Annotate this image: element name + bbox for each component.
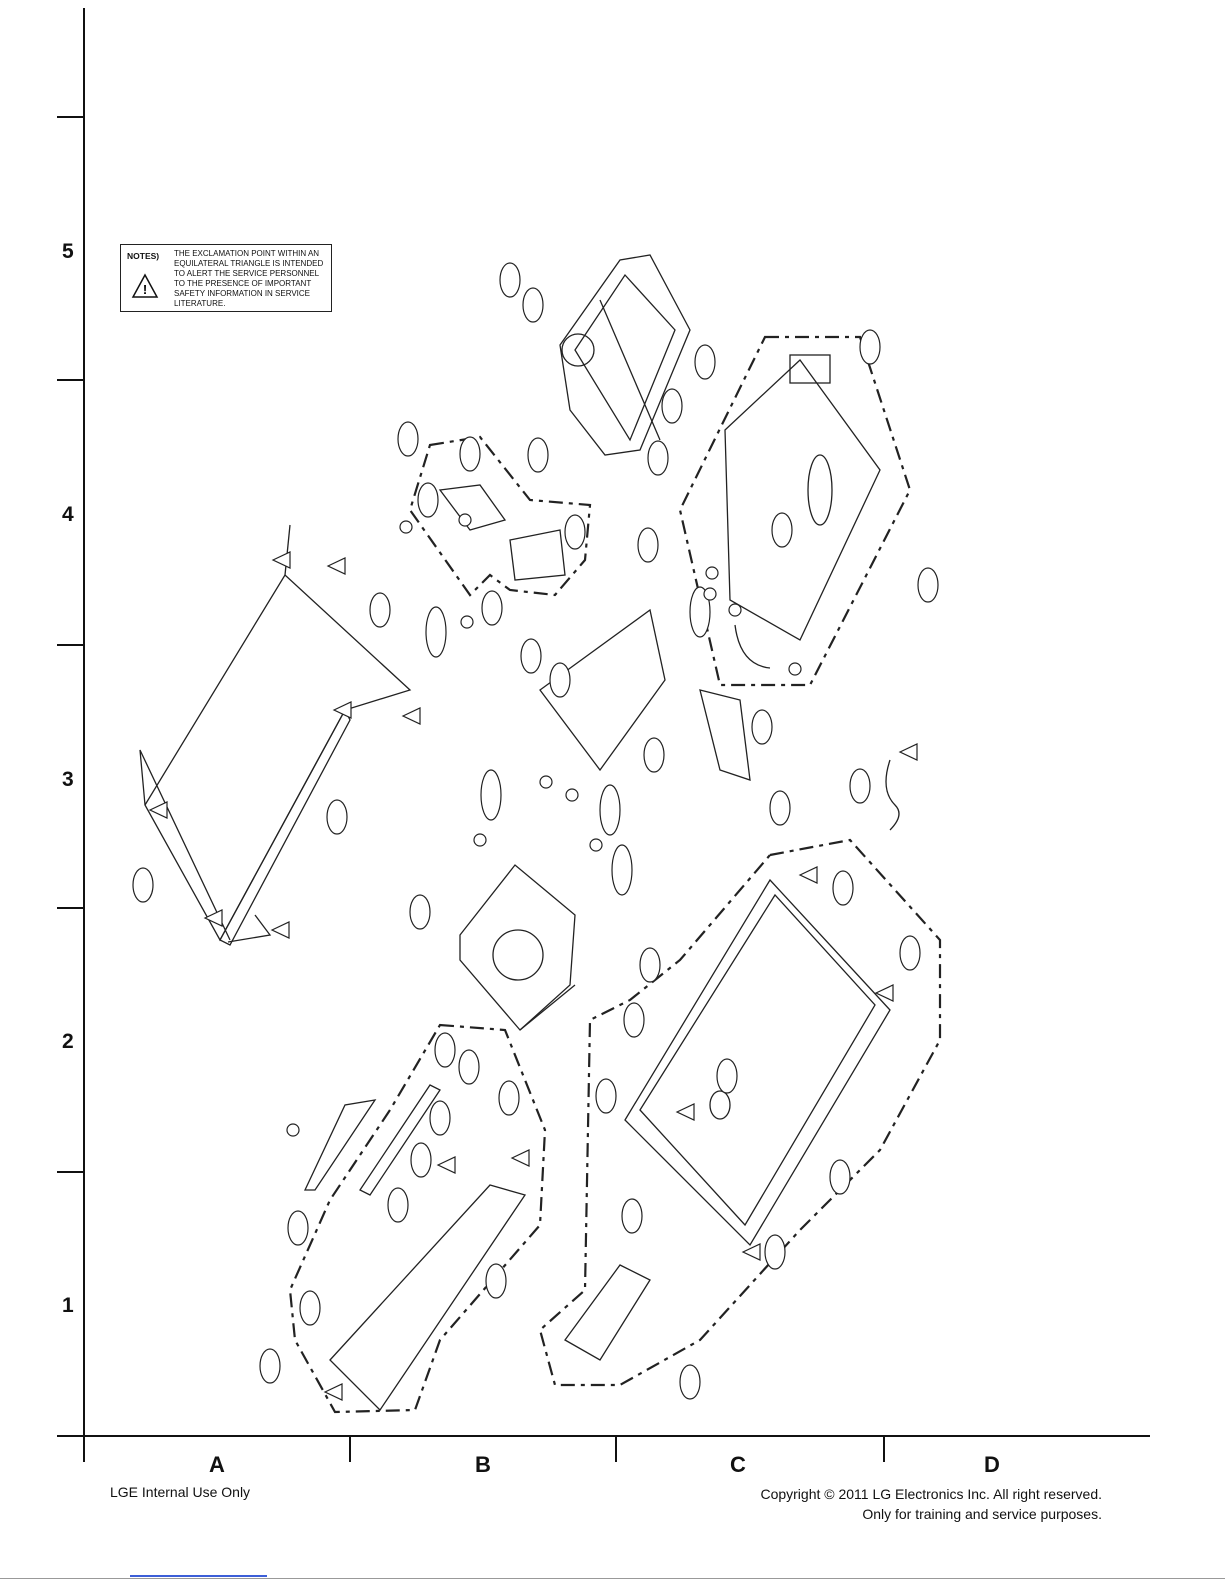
chassis-outline xyxy=(538,838,942,1387)
warning-triangle-icon: ! xyxy=(131,273,159,298)
footer-internal-use: LGE Internal Use Only xyxy=(110,1484,251,1500)
row-label-1: 1 xyxy=(62,1294,74,1317)
main-board-outline xyxy=(678,335,912,687)
warning-triangle-icon xyxy=(148,551,918,1401)
notes-label: NOTES) xyxy=(127,251,160,261)
purpose-line: Only for training and service purposes. xyxy=(862,1506,1102,1522)
svg-text:!: ! xyxy=(143,282,147,297)
front-panel-outline xyxy=(288,1023,547,1414)
footer-copyright: Copyright © 2011 LG Electronics Inc. All… xyxy=(760,1484,1102,1524)
row-label-2: 2 xyxy=(62,1030,74,1053)
copyright-line: Copyright © 2011 LG Electronics Inc. All… xyxy=(760,1486,1102,1502)
row-label-4: 4 xyxy=(62,503,74,526)
column-label-d: D xyxy=(984,1452,1000,1477)
row-label-5: 5 xyxy=(62,240,74,263)
column-label-a: A xyxy=(209,1452,225,1477)
bottom-link-bar[interactable] xyxy=(130,1575,267,1577)
sub-board-outline xyxy=(408,435,592,597)
middle-board xyxy=(539,608,666,772)
dvd-drive xyxy=(459,864,576,1031)
top-cover xyxy=(139,524,412,946)
safety-notes-box: NOTES) THE EXCLAMATION POINT WITHIN AN E… xyxy=(120,244,332,312)
column-label-c: C xyxy=(730,1452,746,1477)
column-label-b: B xyxy=(475,1452,491,1477)
bottom-divider xyxy=(0,1578,1225,1579)
row-label-3: 3 xyxy=(62,768,74,791)
callout-ovals xyxy=(132,262,939,1400)
notes-text: THE EXCLAMATION POINT WITHIN AN EQUILATE… xyxy=(174,249,324,308)
deck-mechanism xyxy=(559,254,691,456)
power-cord xyxy=(885,759,900,831)
